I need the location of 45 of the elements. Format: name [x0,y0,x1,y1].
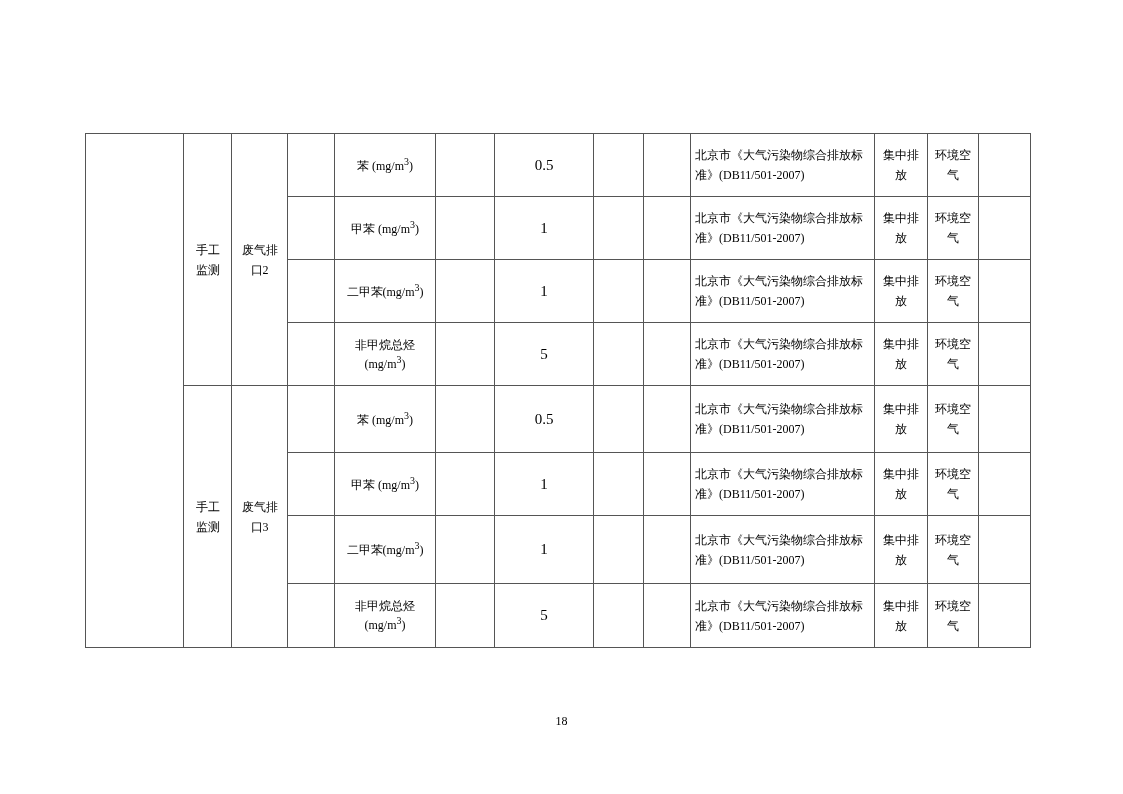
table-cell: 5 [494,322,594,386]
table-cell: 集中排放 [874,196,928,260]
table-cell: 环境空气 [927,515,979,584]
table-cell: 环境空气 [927,322,979,386]
table-cell: 环境空气 [927,385,979,453]
table-cell: 甲苯 (mg/m$^{3}$) [334,196,436,260]
table-cell: 非甲烷总烃 (mg/m$^{3}$) [334,583,436,648]
table-cell: 5 [494,583,594,648]
table-cell: 环境空气 [927,583,979,648]
table-cell: 环境空气 [927,452,979,516]
table-cell: 集中排放 [874,452,928,516]
table-cell: 集中排放 [874,385,928,453]
table-cell: 集中排放 [874,322,928,386]
table-cell: 0.5 [494,133,594,197]
table-cell: 1 [494,515,594,584]
table-cell: 手工监测 [183,133,232,386]
table-cell: 1 [494,452,594,516]
table-cell: 集中排放 [874,515,928,584]
table-cell: 手工监测 [183,385,232,648]
page-number: 18 [555,714,568,729]
table-cell: 北京市《大气污染物综合排放标准》(DB11/501-2007) [690,583,875,648]
table-cell: 北京市《大气污染物综合排放标准》(DB11/501-2007) [690,452,875,516]
table-cell: 环境空气 [927,196,979,260]
table-cell: 废气排口2 [231,133,288,386]
table-cell: 北京市《大气污染物综合排放标准》(DB11/501-2007) [690,196,875,260]
table-cell: 环境空气 [927,133,979,197]
table-cell: 集中排放 [874,583,928,648]
table-cell: 1 [494,259,594,323]
table-cell: 北京市《大气污染物综合排放标准》(DB11/501-2007) [690,515,875,584]
table-cell: 北京市《大气污染物综合排放标准》(DB11/501-2007) [690,322,875,386]
table-cell: 0.5 [494,385,594,453]
table-cell: 集中排放 [874,133,928,197]
table-cell: 甲苯 (mg/m$^{3}$) [334,452,436,516]
table-cell: 苯 (mg/m$^{3}$) [334,133,436,197]
table-cell: 北京市《大气污染物综合排放标准》(DB11/501-2007) [690,133,875,197]
table-cell: 苯 (mg/m$^{3}$) [334,385,436,453]
table-cell: 非甲烷总烃 (mg/m$^{3}$) [334,322,436,386]
table-cell: 废气排口3 [231,385,288,648]
table-cell: 二甲苯(mg/m$^{3}$) [334,259,436,323]
table-cell: 环境空气 [927,259,979,323]
table-cell: 二甲苯(mg/m$^{3}$) [334,515,436,584]
table-cell: 北京市《大气污染物综合排放标准》(DB11/501-2007) [690,385,875,453]
table-cell: 1 [494,196,594,260]
table-cell: 集中排放 [874,259,928,323]
table-cell: 北京市《大气污染物综合排放标准》(DB11/501-2007) [690,259,875,323]
